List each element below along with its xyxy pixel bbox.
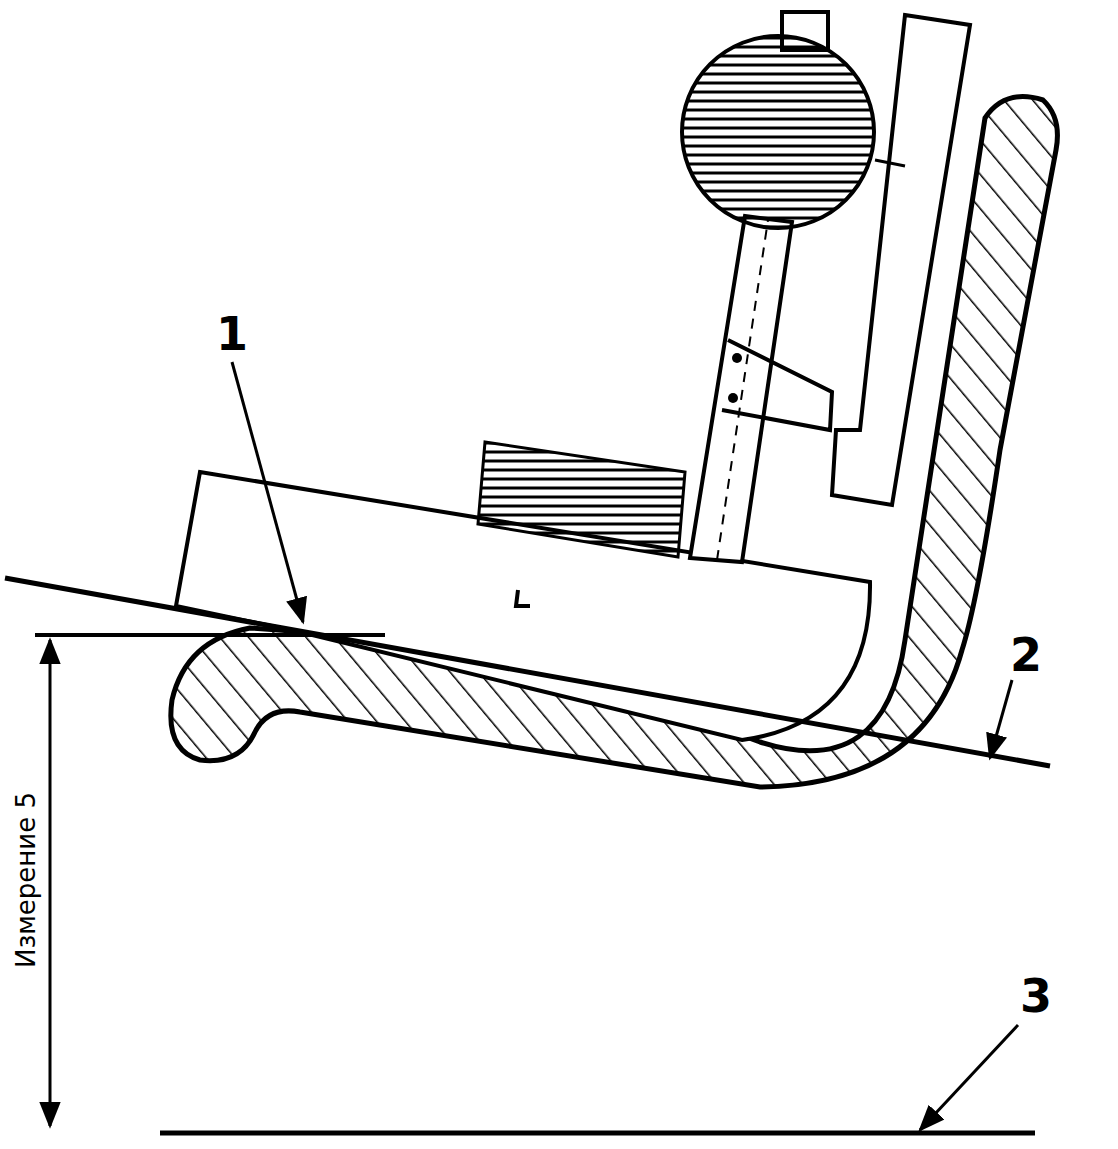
callout-number: 1 [216,311,248,357]
reference-line [35,633,385,637]
tangent-line [5,578,1050,766]
torso-rod [690,216,792,562]
rod-axis [717,220,768,560]
dimension-label: Измерение 5 [13,792,39,968]
weight-block [478,442,685,557]
ball-weight [682,36,874,228]
pan-mark [516,590,530,606]
leader-line [990,680,1012,758]
callout-number: 3 [1020,973,1052,1019]
rod-pin [728,393,738,403]
rod-bracket [722,340,832,430]
floor-line [160,1131,1035,1136]
ball-handle [875,160,905,166]
rod-pin [732,353,742,363]
leader-line [920,1025,1018,1130]
callout-number: 2 [1010,632,1042,678]
leader-line [232,362,303,622]
dimension-line [49,640,52,1126]
